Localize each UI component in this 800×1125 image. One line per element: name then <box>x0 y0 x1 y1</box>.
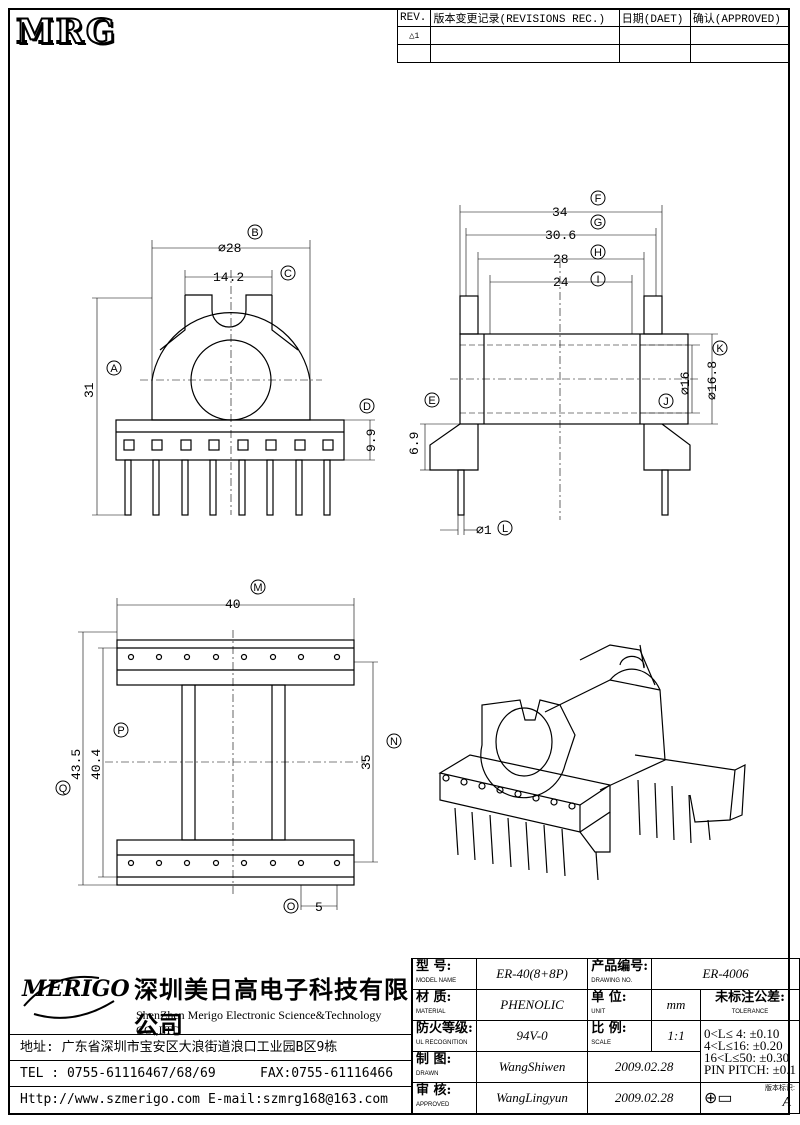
version-value: A <box>782 1095 791 1110</box>
approved-value: WangLingyun <box>475 1082 589 1114</box>
scale-value: 1:1 <box>651 1020 701 1052</box>
unit-value: mm <box>651 989 701 1021</box>
dim-d: 9.9 <box>364 429 379 452</box>
callout-circles <box>55 190 728 914</box>
approved-key: 审 核:APPROVED <box>412 1082 477 1114</box>
rev-marker: △1 <box>396 26 432 45</box>
company-tel: TEL : 0755-61116467/68/69 <box>20 1066 216 1081</box>
dim-e: 6.9 <box>407 432 422 455</box>
approved-date: 2009.02.28 <box>587 1082 701 1114</box>
dim-p: 40.4 <box>89 749 104 780</box>
merigo-swoosh-icon <box>23 975 115 1019</box>
svg-text:E: E <box>428 395 435 407</box>
scale-key: 比 例:SCALE <box>587 1020 653 1052</box>
svg-text:Q: Q <box>59 783 68 795</box>
svg-text:M: M <box>253 582 262 594</box>
dim-g: 30.6 <box>545 228 576 243</box>
svg-text:N: N <box>390 736 398 748</box>
unit-key: 单 位:UNIT <box>587 989 653 1021</box>
side-view <box>420 205 718 535</box>
dim-b: ⌀28 <box>218 241 241 256</box>
merigo-brand: MERIGO <box>22 976 130 1002</box>
isometric-view <box>438 644 746 881</box>
material-key: 材 质:MATERIAL <box>412 989 477 1021</box>
svg-text:D: D <box>363 401 371 413</box>
drawing-key: 产品编号:DRAWING NO. <box>587 958 653 990</box>
drawn-date: 2009.02.28 <box>587 1051 701 1083</box>
drawing-value: ER-4006 <box>651 958 800 990</box>
company-http[interactable]: Http://www.szmerigo.com <box>20 1092 201 1107</box>
dim-q: 43.5 <box>69 749 84 780</box>
svg-text:O: O <box>287 901 296 913</box>
company-block: MERIGO 深圳美日高电子科技有限公司 ShenZhen Merigo Ele… <box>8 958 412 1039</box>
svg-text:C: C <box>284 268 292 280</box>
svg-text:J: J <box>663 396 669 408</box>
company-en-name: ShenZhen Merigo Electronic Science&Techn… <box>136 1008 382 1037</box>
ul-key: 防火等级:UL RECOGNITION <box>412 1020 477 1052</box>
dim-a: 31 <box>82 382 97 398</box>
svg-text:K: K <box>716 343 724 355</box>
drawn-value: WangShiwen <box>475 1051 589 1083</box>
svg-text:A: A <box>110 363 118 375</box>
svg-text:B: B <box>251 227 258 239</box>
svg-text:F: F <box>595 193 602 205</box>
ul-value: 94V-0 <box>475 1020 589 1052</box>
svg-text:H: H <box>594 247 602 259</box>
drawn-key: 制 图:DRAWN <box>412 1051 477 1083</box>
dim-c: 14.2 <box>213 270 244 285</box>
technical-drawing: B C A D FG H I K J E L M P N Q O ⌀28 14.2 31 9.9 3… <box>55 190 746 915</box>
company-cn-name: 深圳美日高电子科技有限公司 <box>134 975 409 1039</box>
company-address: 地址: 广东省深圳市宝安区大浪街道浪口工业园B区9栋 <box>8 1035 412 1061</box>
company-fax: FAX:0755-61116466 <box>260 1066 394 1081</box>
company-email[interactable]: E-mail:szmrg168@163.com <box>208 1092 389 1107</box>
dim-f: 34 <box>552 205 568 220</box>
company-web-row: Http://www.szmerigo.com E-mail:szmrg168@… <box>8 1087 412 1115</box>
dim-h: 28 <box>553 252 569 267</box>
svg-text:L: L <box>502 523 508 535</box>
dim-k: ⌀16.8 <box>705 361 720 400</box>
dim-o: 5 <box>315 900 323 915</box>
projection-symbol-icon: ⊕▭ <box>703 1090 733 1107</box>
front-view <box>92 240 375 516</box>
title-block-table: 型 号:MODEL NAME ER-40(8+8P) 产品编号:DRAWING … <box>412 958 800 1114</box>
dim-l: ⌀1 <box>476 523 492 538</box>
dim-n: 35 <box>359 754 374 770</box>
svg-text:P: P <box>117 725 124 737</box>
svg-text:G: G <box>594 217 603 229</box>
version-cell: ⊕▭ 版本标识: A <box>699 1082 800 1114</box>
model-value: ER-40(8+8P) <box>475 958 589 990</box>
bottom-view <box>78 598 378 910</box>
dim-i: 24 <box>553 275 569 290</box>
model-key: 型 号:MODEL NAME <box>412 958 477 990</box>
svg-text:I: I <box>596 274 599 286</box>
material-value: PHENOLIC <box>475 989 589 1021</box>
company-phone-row: TEL : 0755-61116467/68/69 FAX:0755-61116… <box>8 1061 412 1087</box>
dim-j: ⌀16 <box>678 372 693 395</box>
date-header: 日期(DAET) <box>618 8 691 27</box>
mrg-logo: MRG <box>15 11 117 53</box>
approved-header: 确认(APPROVED) <box>689 8 791 27</box>
revision-table: REV. 版本变更记录(REVISIONS REC.) 日期(DAET) 确认(… <box>396 8 791 63</box>
tolerance-key: 未标注公差:TOLERANCE <box>699 989 800 1021</box>
dim-m: 40 <box>225 597 241 612</box>
